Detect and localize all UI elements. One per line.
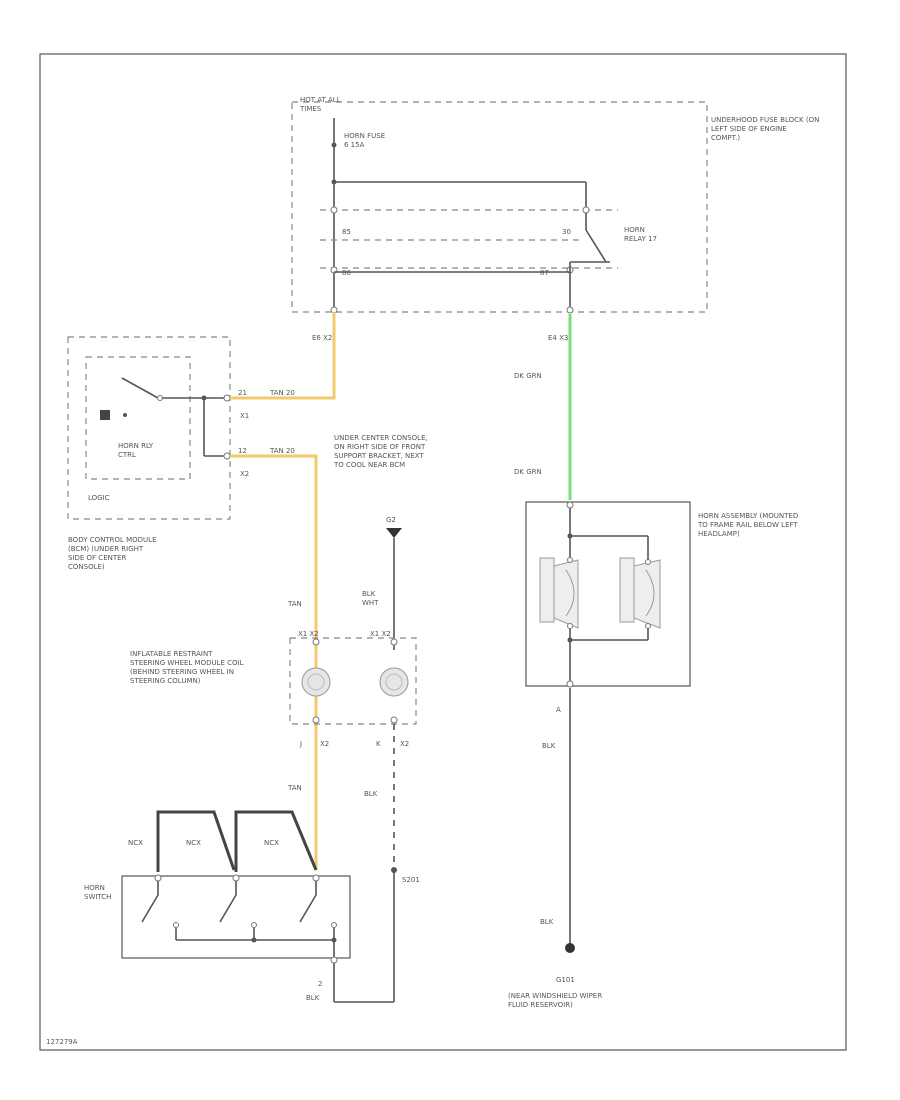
relay-pin-87: 87 <box>540 269 549 277</box>
coil-conn-top-right: X1 X2 <box>370 630 391 638</box>
relay-pin-86: 86 <box>342 269 351 277</box>
splice-s201-id: S201 <box>402 876 420 884</box>
g2-id: G2 <box>386 516 396 524</box>
horn-right-icon <box>619 557 661 629</box>
blk-label-horn-1: BLK <box>542 742 556 750</box>
nc-label-3: NCX <box>264 839 279 847</box>
tan-wire-relay-to-bcm <box>230 312 336 400</box>
bcm-pin-x1: 21 <box>238 389 247 397</box>
fuse-block-conn-right: E4 X3 <box>548 334 568 342</box>
coil-right-icon <box>379 667 409 697</box>
coil-conn-bottom-right: X2 <box>400 740 409 748</box>
tan-wire-label-lower: TAN <box>287 784 302 792</box>
coil-pin-j: J <box>299 740 302 748</box>
fuse-block-conn-left: E6 X2 <box>312 334 332 342</box>
bcm-wire-x1: TAN 20 <box>269 389 295 397</box>
horn-left-icon <box>539 557 579 629</box>
horn-pin-a: A <box>556 706 561 714</box>
nc-label-1: NCX <box>128 839 143 847</box>
g101-id: G101 <box>556 976 575 984</box>
coil-conn-top-left: X1 X2 <box>298 630 319 638</box>
bcm-ground-icon <box>100 410 110 420</box>
coil-left-icon <box>301 667 331 697</box>
coil-pin-k: K <box>376 740 381 748</box>
bcm-conn-x2: X2 <box>240 470 249 478</box>
coil-conn-bottom-left: X2 <box>320 740 329 748</box>
diagram-code: 127279A <box>46 1038 78 1046</box>
ground-g2-icon <box>386 528 402 538</box>
horn-switch-pin: 2 <box>318 980 322 988</box>
relay-pin-30: 30 <box>562 228 571 236</box>
tan-wire-bcm-to-switch <box>230 454 318 870</box>
diagram-frame <box>39 53 847 1051</box>
horn-switch-wire: BLK <box>306 994 320 1002</box>
bcm-logic-label: LOGIC <box>88 494 110 502</box>
tan-wire-label: TAN <box>287 600 302 608</box>
bcm-conn-x1: X1 <box>240 412 249 420</box>
dk-grn-label-1: DK GRN <box>514 372 542 380</box>
blk-label-horn-2: BLK <box>540 918 554 926</box>
dk-grn-label-2: DK GRN <box>514 468 542 476</box>
ground-g101-icon <box>565 943 575 953</box>
blk-label-dashed: BLK <box>364 790 378 798</box>
g2-location: UNDER CENTER CONSOLE,ON RIGHT SIDE OF FR… <box>333 434 428 469</box>
nc-label-2: NCX <box>186 839 201 847</box>
relay-pin-85: 85 <box>342 228 351 236</box>
bcm-pin-x2: 12 <box>238 447 247 455</box>
bcm-wire-x2: TAN 20 <box>269 447 295 455</box>
ground-g2: UNDER CENTER CONSOLE,ON RIGHT SIDE OF FR… <box>333 434 428 650</box>
